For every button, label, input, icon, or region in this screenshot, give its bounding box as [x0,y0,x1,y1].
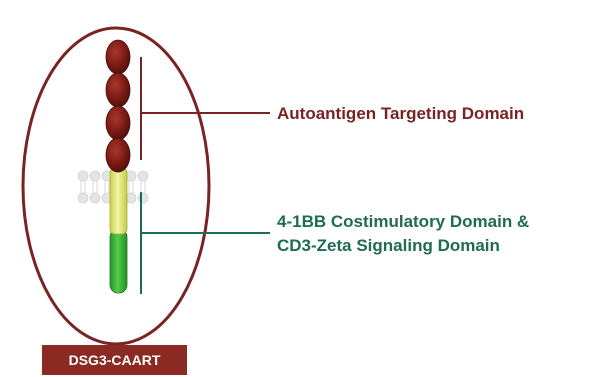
transmembrane-segment [109,167,128,235]
signaling-domain-label: 4-1BB Costimulatory Domain & CD3-Zeta Si… [277,210,529,258]
autoantigen-domain-oval [105,72,131,108]
signaling-domain-segment [109,228,128,294]
construct-name-caption: DSG3-CAART [42,345,187,375]
cell-outline-ellipse [21,26,211,346]
signaling-domain-label-line2: CD3-Zeta Signaling Domain [277,236,500,255]
autoantigen-domain-oval [105,105,131,141]
signaling-domain-label-line1: 4-1BB Costimulatory Domain & [277,212,530,231]
autoantigen-domain-oval [105,137,131,173]
targeting-domain-label: Autoantigen Targeting Domain [277,104,525,123]
autoantigen-domain-oval [105,39,131,75]
